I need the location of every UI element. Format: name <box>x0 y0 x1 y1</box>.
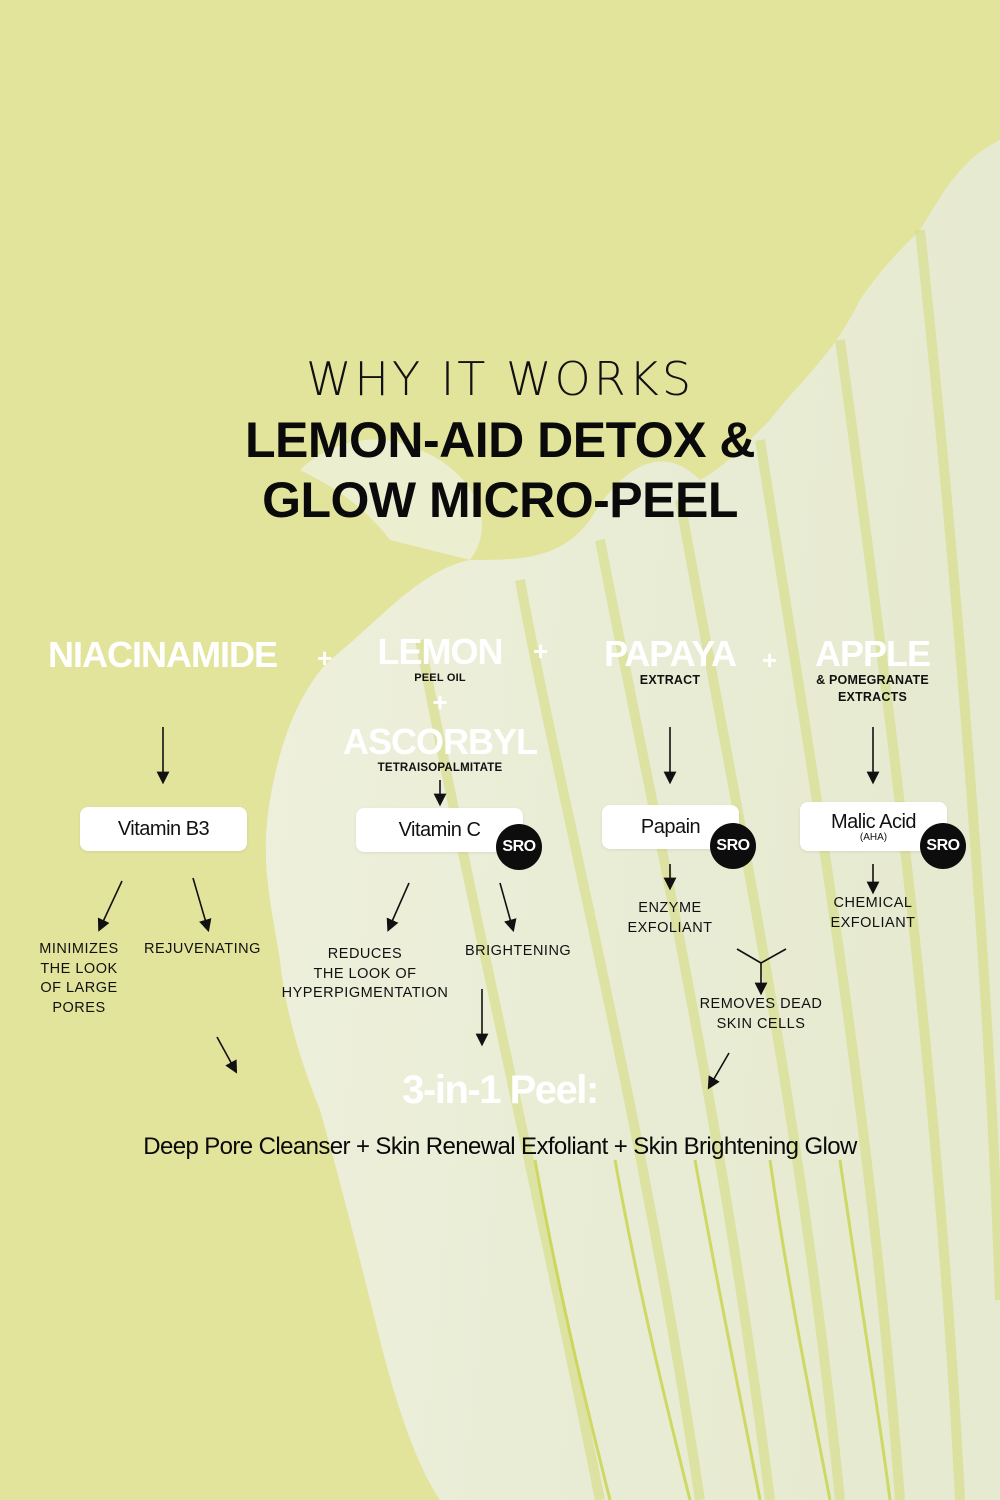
sro-badge: SRO <box>710 823 756 869</box>
sro-badge: SRO <box>920 823 966 869</box>
product-title-line-2: GLOW MICRO-PEEL <box>262 472 738 528</box>
benefit-line: HYPERPIGMENTATION <box>281 985 449 1001</box>
ingredient-apple-subtitle-line-1: & POMEGRANATE <box>816 673 929 687</box>
benefit-minimizes-pores: MINIMIZES THE LOOK OF LARGE PORES <box>30 940 128 1018</box>
active-label: Vitamin C <box>398 818 481 841</box>
ingredient-papaya-subtitle: EXTRACT <box>639 673 701 687</box>
sro-badge: SRO <box>496 824 542 870</box>
active-label: Vitamin B3 <box>117 817 210 840</box>
benefit-enzyme-exfoliant: ENZYME EXFOLIANT <box>615 899 725 938</box>
ingredient-niacinamide: NIACINAMIDE <box>48 634 278 675</box>
ingredient-apple-subtitle: & POMEGRANATE EXTRACTS <box>780 672 965 706</box>
product-title-line-1: LEMON-AID DETOX & <box>244 412 756 468</box>
active-pill-vitamin-c: Vitamin C <box>356 808 523 852</box>
benefit-line: REMOVES DEAD <box>699 996 823 1012</box>
benefit-rejuvenating: REJUVENATING <box>144 941 261 957</box>
product-title: LEMON-AID DETOX & GLOW MICRO-PEEL <box>0 410 1000 530</box>
plus-icon: + <box>762 645 778 675</box>
ingredient-lemon: LEMON <box>377 631 504 672</box>
ingredient-apple: APPLE <box>814 633 931 674</box>
plus-icon: + <box>533 636 549 666</box>
active-note: (AHA) <box>859 831 888 843</box>
plus-icon: + <box>317 643 333 673</box>
eyebrow-heading: WHY IT WORKS <box>305 352 695 406</box>
benefit-reduces-hyperpigmentation: REDUCES THE LOOK OF HYPERPIGMENTATION <box>275 945 455 1004</box>
plus-icon: + <box>432 687 448 717</box>
benefit-line: EXFOLIANT <box>830 914 916 931</box>
benefit-line: PORES <box>52 999 106 1016</box>
ingredient-ascorbyl: ASCORBYL <box>342 721 538 762</box>
benefit-line: SKIN CELLS <box>716 1015 806 1032</box>
benefit-chemical-exfoliant: CHEMICAL EXFOLIANT <box>818 894 928 933</box>
ingredient-papaya: PAPAYA <box>603 633 737 674</box>
benefit-line: EXFOLIANT <box>627 919 713 936</box>
summary-title: 3-in-1 Peel: <box>402 1068 599 1112</box>
benefit-line: THE LOOK OF <box>313 965 417 982</box>
benefit-removes-dead-skin: REMOVES DEAD SKIN CELLS <box>690 995 832 1034</box>
benefit-line: MINIMIZES <box>39 941 119 957</box>
summary-subtitle: Deep Pore Cleanser + Skin Renewal Exfoli… <box>143 1133 857 1160</box>
active-label: Papain <box>640 815 701 838</box>
benefit-line: REDUCES <box>327 946 403 962</box>
ingredient-ascorbyl-subtitle: TETRAISOPALMITATE <box>377 762 503 774</box>
benefit-line: CHEMICAL <box>833 895 913 911</box>
active-pill-vitamin-b3: Vitamin B3 <box>80 807 247 851</box>
ingredient-apple-subtitle-line-2: EXTRACTS <box>838 690 907 704</box>
benefit-line: ENZYME <box>638 900 702 916</box>
benefit-brightening: BRIGHTENING <box>465 943 572 959</box>
active-label: Malic Acid <box>830 810 917 833</box>
ingredient-lemon-subtitle: PEEL OIL <box>414 672 466 684</box>
benefit-line: OF LARGE <box>40 980 118 996</box>
benefit-line: THE LOOK <box>40 960 118 977</box>
